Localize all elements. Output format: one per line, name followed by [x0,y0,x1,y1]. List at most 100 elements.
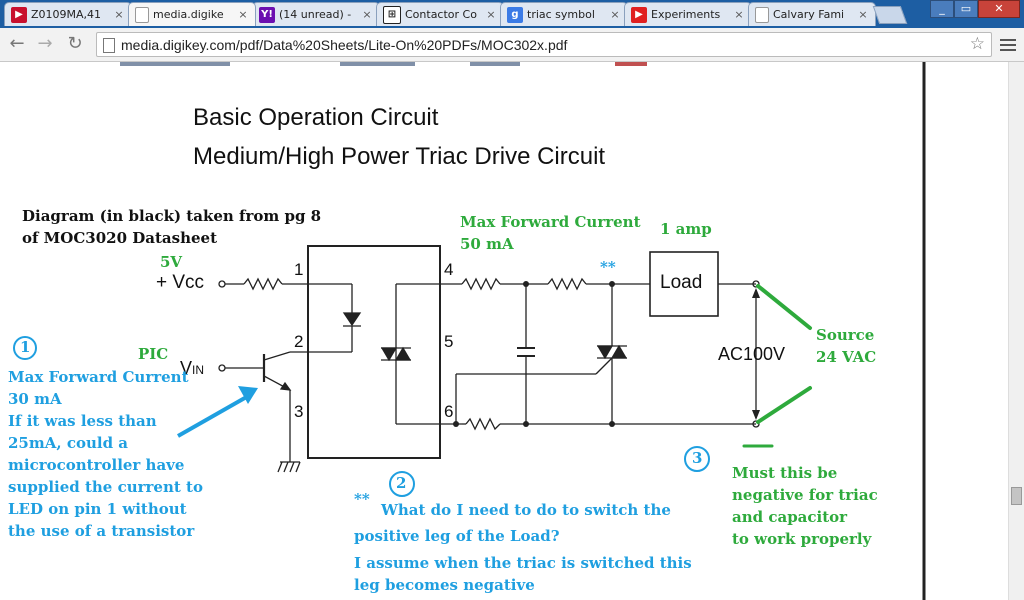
pin-label: 2 [294,332,304,351]
note2-line: I assume when the triac is switched this [354,554,692,572]
resistor-r3 [547,277,587,291]
arrow-logo-icon: ▶ [11,6,27,23]
led-symbol [342,312,362,327]
pin-label: 3 [294,402,304,421]
tab-label: triac symbol [527,8,595,21]
close-window-button[interactable]: ✕ [978,0,1020,18]
vcc-label: + Vcc [156,272,205,293]
tab-close-icon[interactable]: × [734,8,744,21]
tab-google-triac[interactable]: g triac symbol × [500,2,628,26]
circuit-diagram [13,62,926,600]
ac-terminal-top [752,280,760,288]
asterisk-marker: ** [600,258,616,276]
note3-line: negative for triac [732,486,878,504]
tab-close-icon[interactable]: × [238,8,248,21]
menu-icon[interactable] [1000,36,1016,54]
page-subtitle: Medium/High Power Triac Drive Circuit [193,143,606,170]
pin-label: 4 [444,260,454,279]
pdf-toolbar-fragment [120,62,230,66]
tab-close-icon[interactable]: × [858,8,868,21]
address-bar[interactable]: media.digikey.com/pdf/Data%20Sheets/Lite… [96,32,992,57]
max-forward-current-value: 50 mA [460,235,514,253]
load-label: Load [660,272,703,293]
tab-close-icon[interactable]: × [362,8,372,21]
vcc-terminal [218,280,226,288]
source-label: Source [816,326,875,344]
tab-yahoo-mail[interactable]: Y! (14 unread) - × [252,2,380,26]
resistor-r1 [243,277,283,291]
note3-line: to work properly [732,530,872,548]
diagram-source-note: Diagram (in black) taken from pg 8 [22,207,322,225]
note2-line: leg becomes negative [354,576,535,594]
tab-close-icon[interactable]: × [114,8,124,21]
note2-circle [389,471,415,497]
tab-label: Z0109MA,41 [31,8,102,21]
note1-line: microcontroller have [8,456,185,474]
new-tab-button[interactable] [872,6,908,24]
note1-line: LED on pin 1 without [8,500,187,518]
tab-arrow[interactable]: ▶ Z0109MA,41 × [4,2,132,26]
contactor-icon: ⊞ [383,5,401,24]
note3-circle [684,446,710,472]
internal-triac-symbol [380,347,398,362]
tab-digikey-pdf[interactable]: media.digike × [128,2,256,26]
note2-number: 2 [396,474,407,492]
maximize-button[interactable]: ▭ [954,0,978,18]
browser-toolbar: ← → ↻ media.digikey.com/pdf/Data%20Sheet… [0,28,1024,62]
resistor-r2 [461,277,501,291]
pic-label: PIC [138,345,169,363]
vin-terminal [218,364,226,372]
note2-line: positive leg of the Load? [354,527,560,545]
reload-icon[interactable]: ↻ [67,33,83,54]
pdf-toolbar-fragment [340,62,415,66]
page-icon [135,6,149,23]
note1-number: 1 [20,338,31,356]
note3-line: Must this be [732,464,838,482]
note1-line: the use of a transistor [8,522,195,540]
scrollbar-thumb[interactable] [1011,487,1022,505]
pin-label: 1 [294,260,304,279]
note2-asterisks: ** [354,490,370,508]
note1-line: Max Forward Current [8,368,189,386]
tab-calvary[interactable]: Calvary Fami × [748,2,876,26]
url-text: media.digikey.com/pdf/Data%20Sheets/Lite… [121,37,568,53]
max-forward-current-label: Max Forward Current [460,213,641,231]
tab-label: Calvary Fami [773,8,845,21]
minimize-button[interactable]: _ [930,0,954,18]
tab-youtube[interactable]: ▶ Experiments × [624,2,752,26]
tab-label: Experiments [651,8,721,21]
note2-line: What do I need to do to switch the [381,501,671,519]
tab-contactor[interactable]: ⊞ Contactor Co × [376,2,504,26]
note1-line: supplied the current to [8,478,203,496]
note1-line: 25mA, could a [8,434,128,452]
source-annotation-line [756,284,812,330]
vertical-scrollbar[interactable] [1008,62,1024,600]
page-icon [103,38,115,53]
ac-terminal-bottom [752,420,760,428]
youtube-icon: ▶ [631,6,647,23]
note1-line: 30 mA [8,390,62,408]
tab-close-icon[interactable]: × [610,8,620,21]
page-title: Basic Operation Circuit [193,104,439,131]
pdf-toolbar-fragment [615,62,647,66]
page-icon [755,6,769,23]
tab-label: Contactor Co [405,8,477,21]
source-voltage: 24 VAC [816,348,877,366]
note3-text: Must this be negative for triac and capa… [732,462,878,550]
back-arrow-icon[interactable]: ← [9,33,25,54]
ac-voltage-label: AC100V [718,344,786,364]
pin-label: 5 [444,332,454,351]
google-icon: g [507,6,523,23]
diagram-source-note: of MOC3020 Datasheet [22,229,217,247]
vin-label-subscript: IN [192,363,205,377]
tab-label: (14 unread) - [279,8,352,21]
note3-number: 3 [692,449,703,467]
vcc-value: 5V [160,253,183,271]
vin-label: VIN [180,358,204,379]
resistor-r4 [465,417,501,431]
power-triac-symbol [596,345,614,360]
forward-arrow-icon[interactable]: → [37,33,53,54]
pointer-arrow [177,393,251,438]
bookmark-star-icon[interactable]: ☆ [969,34,985,54]
tab-close-icon[interactable]: × [486,8,496,21]
